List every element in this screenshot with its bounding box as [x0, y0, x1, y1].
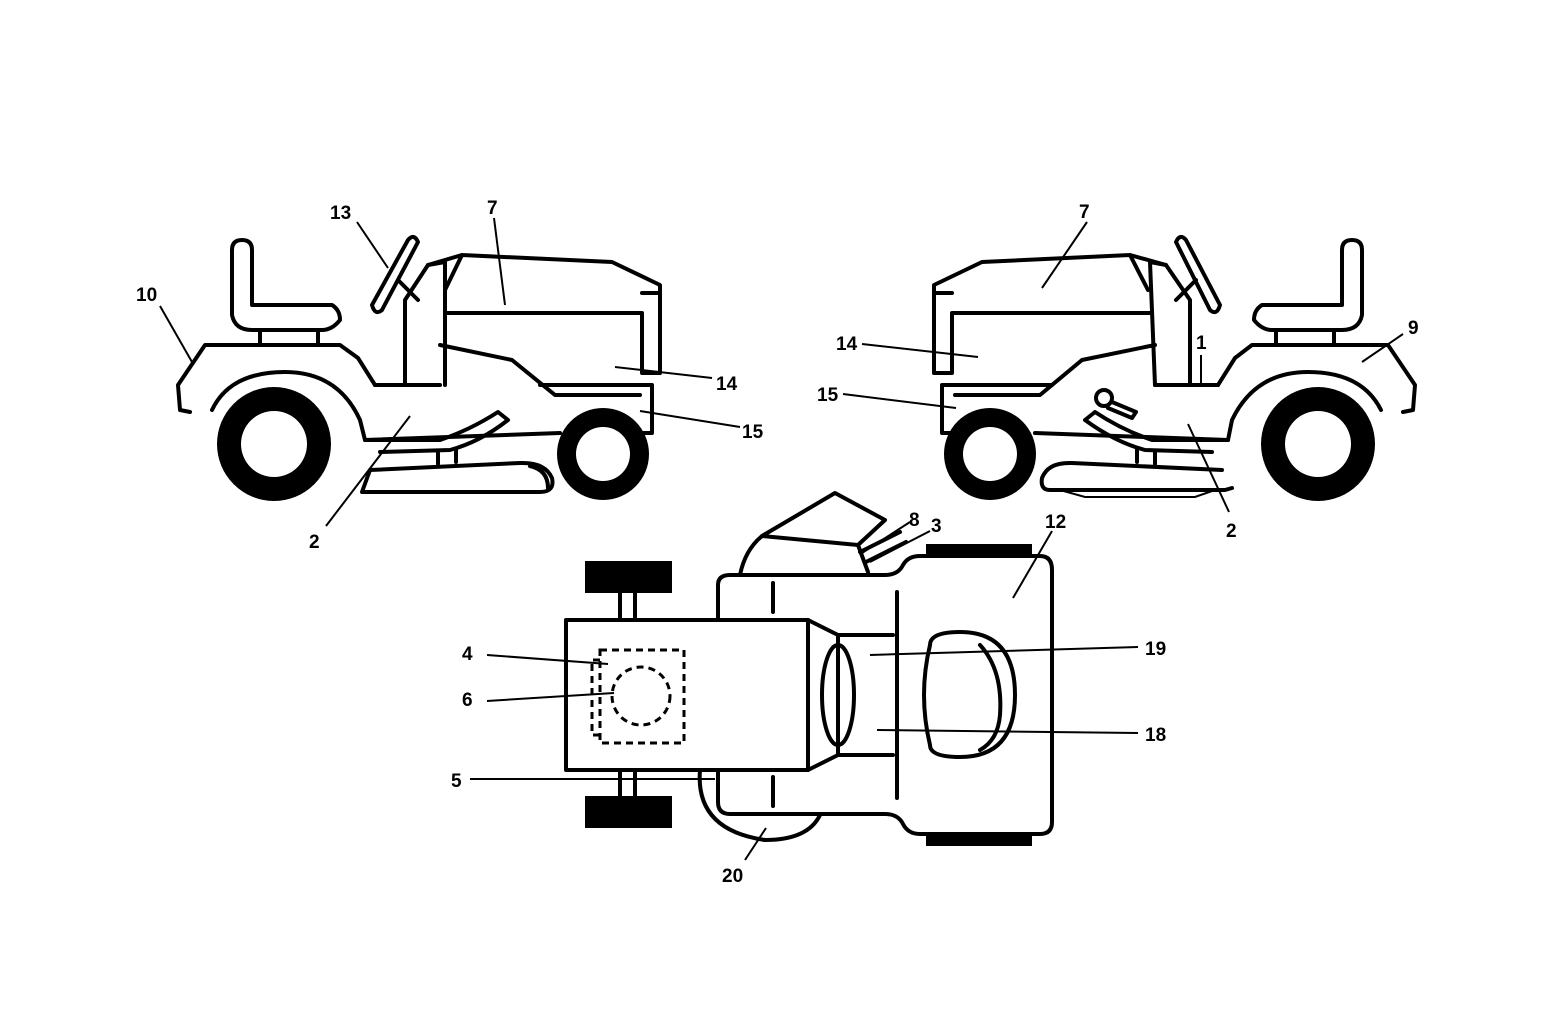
lever-ball-right	[1094, 388, 1114, 408]
callout-15-right: 15	[817, 385, 839, 406]
rear-fender	[176, 343, 422, 442]
hood-right	[932, 253, 1168, 397]
callout-9-right: 9	[1408, 318, 1419, 339]
leaders-left	[159, 217, 741, 527]
dash-panel	[836, 633, 895, 757]
callout-3-top: 3	[931, 516, 942, 537]
hood	[426, 253, 662, 397]
seat	[230, 238, 342, 332]
callout-6-top: 6	[462, 690, 473, 711]
callout-2-left: 2	[309, 532, 320, 553]
seat-back-top	[978, 643, 1003, 752]
steering-wheel-right	[1174, 235, 1222, 315]
callout-1-right: 1	[1196, 333, 1207, 354]
rear-wheel-right	[1261, 387, 1375, 501]
callout-18-top: 18	[1145, 725, 1166, 746]
callout-5-top: 5	[451, 771, 462, 792]
callouts-left: 13 7 10 14 15 2	[136, 198, 764, 553]
callout-19-top: 19	[1145, 639, 1166, 660]
tractor-top-view	[564, 491, 1054, 846]
deck-lift-right	[1083, 410, 1214, 466]
battery-outline	[598, 648, 686, 745]
dash-tower	[403, 260, 447, 387]
tractor-body-top	[716, 554, 1054, 836]
discharge-chute	[738, 491, 887, 577]
front-wheel-right	[944, 408, 1036, 500]
deck-outline-bottom	[697, 768, 822, 842]
tractor-right-side-view	[932, 235, 1417, 501]
callout-14-right: 14	[836, 334, 858, 355]
hood-taper	[806, 618, 840, 772]
seat-post-right	[1274, 328, 1336, 347]
steering-wheel	[370, 235, 420, 315]
front-axle-posts	[618, 591, 637, 798]
callout-4-top: 4	[462, 644, 473, 665]
callouts-top: 8 3 12 4 6 19 18 5 20	[451, 510, 1166, 887]
battery-outline-offset	[590, 658, 600, 737]
front-tire-bottom	[585, 796, 672, 828]
callout-7-left: 7	[487, 198, 498, 219]
rear-fender-right	[1173, 343, 1417, 442]
tractor-left-side-view	[176, 235, 662, 501]
callout-14-left: 14	[716, 374, 738, 395]
front-tire-top	[585, 561, 672, 593]
callout-7-right: 7	[1079, 202, 1090, 223]
callouts-right: 7 14 15 1 9 2	[817, 202, 1419, 542]
leaders-top	[470, 521, 1139, 861]
callout-15-left: 15	[742, 422, 764, 443]
callout-10-left: 10	[136, 285, 157, 306]
dash-tower-right	[1148, 260, 1192, 387]
callout-20-top: 20	[722, 866, 743, 887]
deck-underside-right	[1059, 489, 1216, 498]
deck-marks	[771, 581, 899, 808]
steering-wheel-top	[820, 643, 856, 747]
callout-13-left: 13	[330, 203, 351, 224]
rear-wheel	[217, 387, 331, 501]
lever-knob-right	[1106, 400, 1138, 420]
mower-deck	[360, 460, 555, 494]
deck-lift	[378, 410, 510, 466]
hood-top	[564, 618, 810, 772]
fuel-cap-outline	[610, 665, 672, 727]
mower-deck-right	[1039, 460, 1234, 492]
leaders-right	[842, 221, 1404, 513]
callout-8-top: 8	[909, 510, 920, 531]
seat-top	[922, 630, 1017, 759]
callout-2-right: 2	[1226, 521, 1237, 542]
seat-right	[1252, 238, 1364, 332]
front-wheel	[557, 408, 649, 500]
callout-12-top: 12	[1045, 512, 1066, 533]
seat-post	[258, 328, 320, 347]
